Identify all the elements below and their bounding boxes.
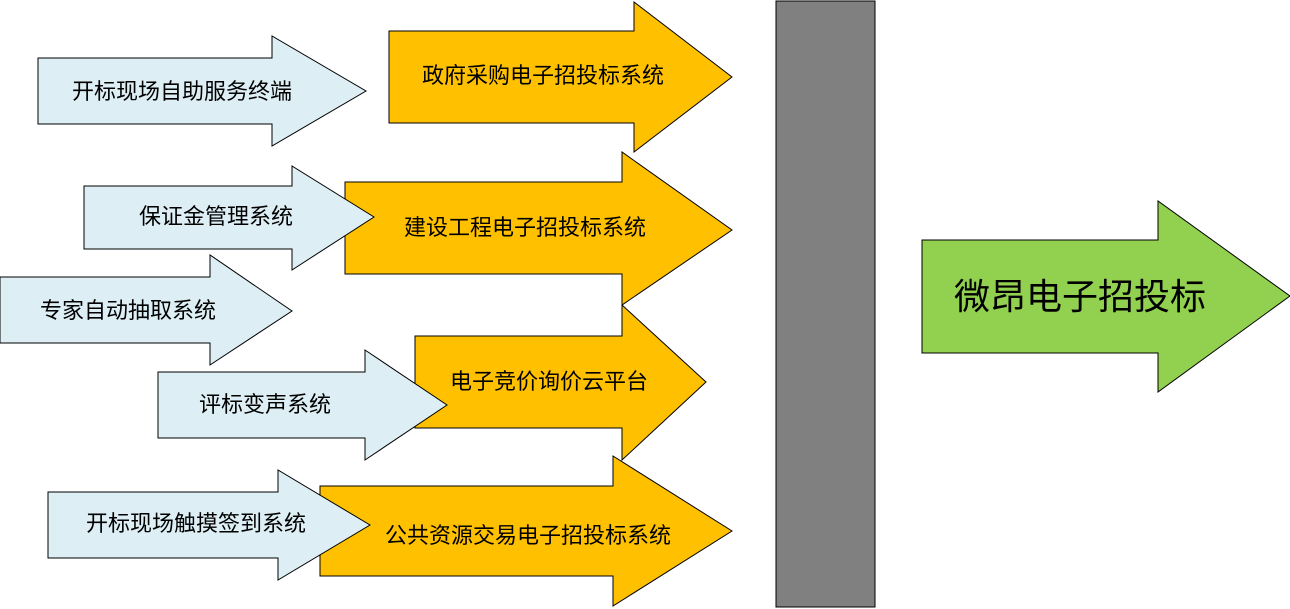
platform-arrow-shape (319, 455, 733, 607)
source-label: 开标现场自助服务终端 (72, 80, 292, 105)
source-label: 开标现场触摸签到系统 (86, 512, 306, 537)
source-arrow-shape (157, 349, 448, 461)
source-label: 专家自动抽取系统 (40, 299, 216, 324)
source-label: 保证金管理系统 (139, 205, 293, 230)
result-label: 微昂电子招投标 (954, 277, 1206, 318)
source-label: 评标变声系统 (199, 393, 331, 418)
integration-barrier (775, 0, 876, 608)
result-arrow-shape (921, 200, 1290, 393)
platform-label: 公共资源交易电子招投标系统 (385, 524, 671, 549)
platform-arrow-auction-cloud: 电子竞价询价云平台 (414, 303, 707, 462)
platform-arrow-public-resource: 公共资源交易电子招投标系统 (319, 455, 733, 607)
source-arrow-expert-selection: 专家自动抽取系统 (0, 254, 293, 366)
platform-arrow-govt-procurement: 政府采购电子招投标系统 (388, 0, 733, 154)
source-arrow-deposit-management: 保证金管理系统 (83, 165, 375, 271)
platform-arrow-construction: 建设工程电子招投标系统 (344, 151, 733, 306)
source-arrow-touch-signin: 开标现场触摸签到系统 (47, 469, 371, 581)
source-arrow-shape (83, 165, 375, 271)
platform-label: 电子竞价询价云平台 (450, 370, 648, 395)
source-arrow-self-service-terminal: 开标现场自助服务终端 (37, 35, 367, 147)
source-arrow-shape (47, 469, 371, 581)
source-arrow-voice-changer: 评标变声系统 (157, 349, 448, 461)
platform-arrow-shape (344, 151, 733, 306)
platform-arrow-shape (414, 303, 707, 462)
result-arrow: 微昂电子招投标 (921, 200, 1290, 393)
source-arrow-shape (0, 254, 293, 366)
platform-label: 政府采购电子招投标系统 (422, 64, 664, 89)
platform-label: 建设工程电子招投标系统 (404, 216, 646, 241)
source-arrow-shape (37, 35, 367, 147)
platform-arrow-shape (388, 0, 733, 154)
